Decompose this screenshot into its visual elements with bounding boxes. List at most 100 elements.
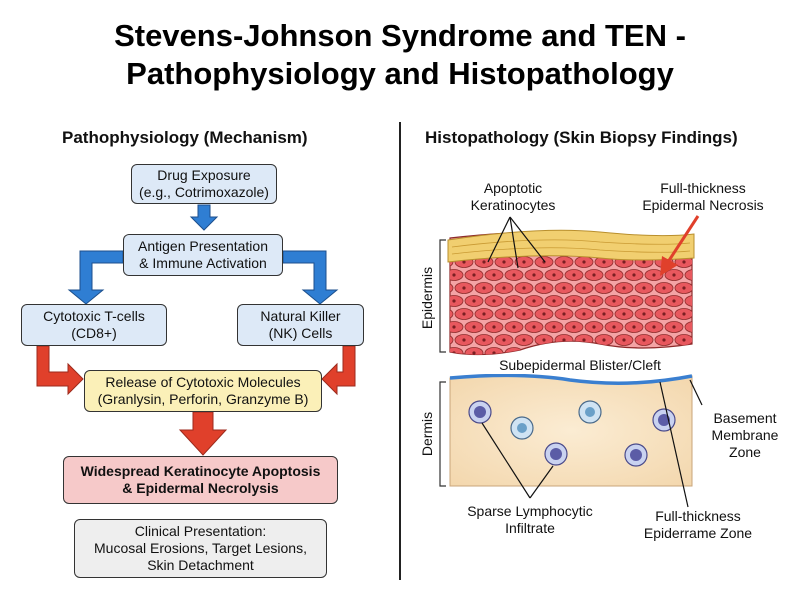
keratinocyte-nucleus bbox=[542, 312, 546, 316]
keratinocyte-nucleus bbox=[652, 351, 656, 355]
keratinocyte-nucleus bbox=[682, 260, 686, 264]
arrow-release-to-apoptosis bbox=[178, 411, 228, 456]
keratinocyte-nucleus bbox=[472, 325, 476, 329]
leader-lymphocytic-1 bbox=[481, 422, 531, 499]
keratinocyte-nucleus bbox=[582, 312, 586, 316]
keratinocyte-nucleus bbox=[562, 312, 566, 316]
basement-membrane-label: Basement Membrane Zone bbox=[711, 410, 779, 460]
keratinocyte-nucleus bbox=[592, 273, 596, 277]
keratinocyte-nucleus bbox=[642, 312, 646, 316]
keratinocyte-nucleus bbox=[592, 325, 596, 329]
keratinocyte-nucleus bbox=[572, 325, 576, 329]
keratinocyte-nucleus bbox=[662, 312, 666, 316]
leader-apoptotic-2 bbox=[509, 216, 519, 269]
page-title-line-2: Pathophysiology and Histopathology bbox=[126, 56, 674, 91]
keratinocyte-nucleus bbox=[612, 351, 616, 355]
keratinocyte-nucleus bbox=[612, 299, 616, 303]
keratinocyte-nucleus bbox=[552, 351, 556, 355]
keratinocyte-cell bbox=[684, 321, 692, 333]
keratinocyte-nucleus bbox=[502, 338, 506, 342]
keratinocyte-nucleus bbox=[472, 351, 476, 355]
cytotoxic-tcells-box: Cytotoxic T-cells (CD8+) bbox=[21, 304, 167, 346]
keratinocyte-nucleus bbox=[642, 260, 646, 264]
epidermis-bracket bbox=[439, 239, 446, 353]
keratinocyte-cell bbox=[450, 334, 454, 346]
keratinocyte-nucleus bbox=[462, 286, 466, 290]
keratinocyte-nucleus bbox=[622, 286, 626, 290]
keratinocyte-nucleus bbox=[592, 299, 596, 303]
keratinocyte-nucleus bbox=[442, 338, 445, 341]
leader-apoptotic-3 bbox=[509, 216, 546, 263]
keratinocyte-nucleus bbox=[602, 260, 606, 264]
keratinocyte-nucleus bbox=[442, 312, 445, 315]
keratinocyte-nucleus bbox=[582, 286, 586, 290]
arrow-antigen-to-tcells bbox=[67, 250, 124, 305]
keratinocyte-nucleus bbox=[462, 260, 466, 264]
keratinocyte-nucleus bbox=[652, 299, 656, 303]
keratinocyte-nucleus bbox=[542, 286, 546, 290]
epidermal-cells bbox=[442, 256, 695, 355]
keratinocyte-nucleus bbox=[442, 286, 445, 289]
keratinocyte-nucleus bbox=[562, 286, 566, 290]
keratinocyte-nucleus bbox=[682, 286, 686, 290]
keratinocyte-nucleus bbox=[512, 273, 516, 277]
keratinocyte-nucleus bbox=[452, 273, 456, 277]
keratinocyte-nucleus bbox=[672, 273, 676, 277]
column-divider bbox=[399, 122, 401, 580]
keratinocyte-nucleus bbox=[572, 351, 576, 355]
keratinocyte-nucleus bbox=[492, 325, 496, 329]
keratinocyte-nucleus bbox=[482, 312, 486, 316]
keratinocyte-nucleus bbox=[512, 299, 516, 303]
keratinocyte-nucleus bbox=[522, 286, 526, 290]
keratinocyte-nucleus bbox=[632, 325, 636, 329]
keratinocyte-nucleus bbox=[612, 325, 616, 329]
keratinocyte-nucleus bbox=[452, 299, 456, 303]
keratinocyte-nucleus bbox=[642, 286, 646, 290]
keratinocyte-nucleus bbox=[552, 325, 556, 329]
epiderrame-zone-label: Full-thickness Epiderrame Zone bbox=[643, 508, 753, 541]
dermis-label: Dermis bbox=[419, 412, 435, 456]
keratinocyte-cell bbox=[450, 282, 454, 294]
keratinocyte-nucleus bbox=[632, 351, 636, 355]
keratinocyte-nucleus bbox=[462, 312, 466, 316]
keratinocyte-nucleus bbox=[492, 299, 496, 303]
basement-membrane-line bbox=[449, 373, 693, 385]
keratinocyte-nucleus bbox=[612, 273, 616, 277]
keratinocyte-cell bbox=[684, 295, 692, 307]
keratinocyte-nucleus bbox=[622, 338, 626, 342]
histopathology-heading: Histopathology (Skin Biopsy Findings) bbox=[425, 128, 738, 147]
keratinocyte-nucleus bbox=[562, 338, 566, 342]
keratinocyte-nucleus bbox=[682, 338, 686, 342]
stratum-corneum bbox=[447, 229, 695, 263]
keratinocyte-nucleus bbox=[462, 338, 466, 342]
keratinocyte-nucleus bbox=[632, 273, 636, 277]
antigen-presentation-box: Antigen Presentation & Immune Activation bbox=[123, 234, 283, 276]
keratinocyte-nucleus bbox=[542, 338, 546, 342]
keratinocyte-nucleus bbox=[482, 338, 486, 342]
keratinocyte-nucleus bbox=[692, 325, 695, 328]
drug-exposure-box: Drug Exposure (e.g., Cotrimoxazole) bbox=[131, 164, 277, 204]
epidermis-label: Epidermis bbox=[419, 267, 435, 329]
nk-cells-box: Natural Killer (NK) Cells bbox=[237, 304, 364, 346]
keratinocyte-nucleus bbox=[652, 273, 656, 277]
keratinocyte-nucleus bbox=[682, 312, 686, 316]
keratinocyte-cell bbox=[684, 269, 692, 281]
necrosis-arrow bbox=[660, 215, 700, 276]
keratinocyte-nucleus bbox=[442, 260, 445, 263]
keratinocyte-nucleus bbox=[532, 351, 536, 355]
keratinocyte-nucleus bbox=[492, 273, 496, 277]
keratinocyte-nucleus bbox=[592, 351, 596, 355]
keratinocyte-nucleus bbox=[692, 299, 695, 302]
arrow-nk-to-release bbox=[321, 345, 356, 396]
keratinocyte-nucleus bbox=[672, 351, 676, 355]
keratinocyte-nucleus bbox=[532, 273, 536, 277]
keratinocyte-nucleus bbox=[622, 312, 626, 316]
leader-apoptotic-1 bbox=[487, 216, 511, 263]
keratinocyte-nucleus bbox=[482, 286, 486, 290]
keratinocyte-cell bbox=[450, 308, 454, 320]
page-title-line-1: Stevens-Johnson Syndrome and TEN - bbox=[114, 18, 686, 53]
keratinocyte-nucleus bbox=[622, 260, 626, 264]
keratinocyte-nucleus bbox=[652, 325, 656, 329]
